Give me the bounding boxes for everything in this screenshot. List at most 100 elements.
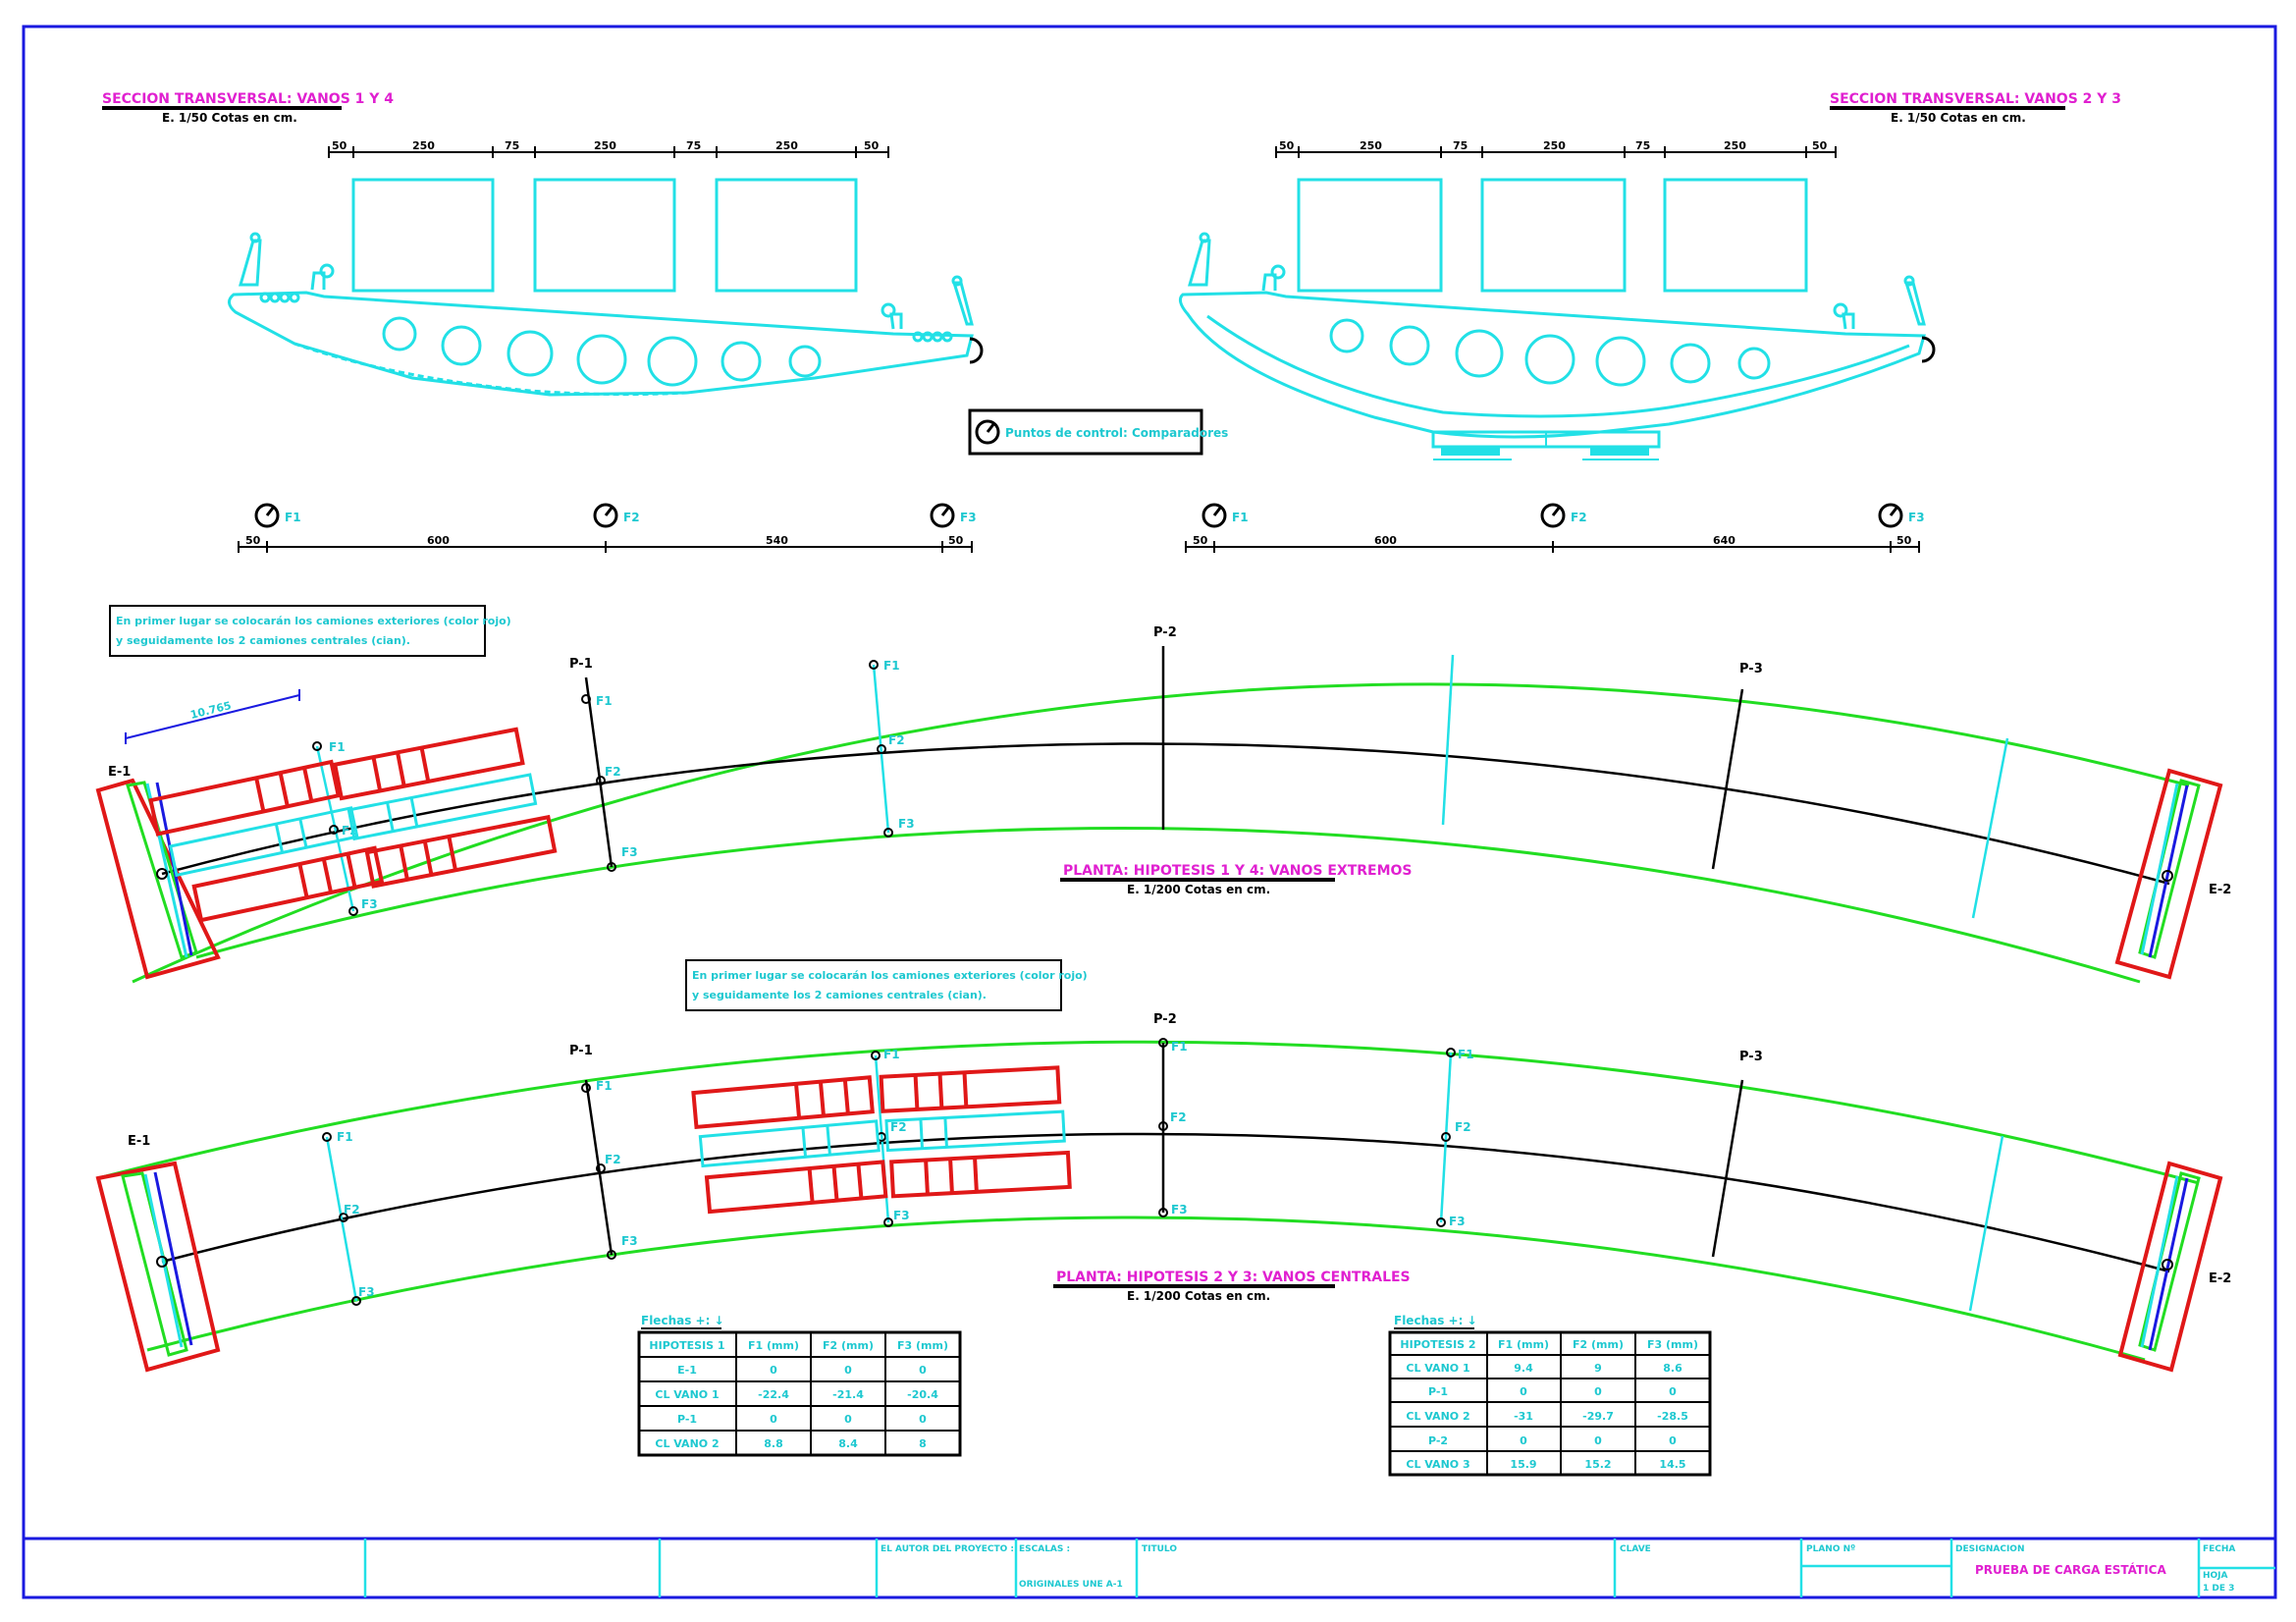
svg-text:0: 0 <box>919 1413 927 1426</box>
svg-text:-31: -31 <box>1514 1410 1533 1423</box>
svg-text:CL VANO 1: CL VANO 1 <box>655 1388 719 1401</box>
truck-section-1 <box>351 178 495 293</box>
dim-l-3: 250 <box>594 139 616 152</box>
dim-r-6: 50 <box>1812 139 1828 152</box>
dim-r-3: 250 <box>1543 139 1566 152</box>
truck-section-3 <box>715 178 858 293</box>
svg-text:F3: F3 <box>361 897 378 911</box>
svg-text:0: 0 <box>1594 1385 1602 1398</box>
svg-text:F2 (mm): F2 (mm) <box>1573 1338 1624 1351</box>
table-2: Flechas +: ↓ HIPOTESIS 2 F1 (mm) F2 (mm)… <box>1388 1314 1712 1477</box>
svg-text:F1: F1 <box>1171 1040 1188 1054</box>
svg-text:9: 9 <box>1594 1362 1602 1375</box>
svg-text:F3: F3 <box>1171 1203 1188 1216</box>
points-right: F1 F2 F3 50 600 640 50 <box>1185 503 1925 553</box>
plan1-title: PLANTA: HIPOTESIS 1 Y 4: VANOS EXTREMOS <box>1063 863 1413 879</box>
svg-text:F2: F2 <box>890 1120 907 1134</box>
svg-text:EL AUTOR DEL PROYECTO :: EL AUTOR DEL PROYECTO : <box>881 1544 1014 1554</box>
svg-text:HIPOTESIS 2: HIPOTESIS 2 <box>1400 1338 1475 1351</box>
svg-text:E. 1/200 Cotas en cm.: E. 1/200 Cotas en cm. <box>1127 883 1270 896</box>
section-left-scale: E. 1/50 Cotas en cm. <box>162 111 297 125</box>
svg-text:En primer lugar se colocarán l: En primer lugar se colocarán los camione… <box>692 969 1088 982</box>
svg-text:-28.5: -28.5 <box>1657 1410 1688 1423</box>
svg-text:F2: F2 <box>1571 511 1587 524</box>
svg-text:CL VANO 2: CL VANO 2 <box>1406 1410 1469 1423</box>
svg-text:-22.4: -22.4 <box>758 1388 789 1401</box>
deck-section-right <box>1178 291 1926 439</box>
legend-label: Puntos de control: Comparadores <box>1005 426 1228 440</box>
svg-text:0: 0 <box>844 1413 852 1426</box>
svg-text:F1: F1 <box>1458 1048 1474 1061</box>
svg-text:600: 600 <box>427 534 450 547</box>
svg-text:8: 8 <box>919 1437 927 1450</box>
svg-text:0: 0 <box>1594 1434 1602 1447</box>
svg-text:E. 1/200 Cotas en cm.: E. 1/200 Cotas en cm. <box>1127 1289 1270 1303</box>
plan-1: F1 F2 F3 F1 F2 F3 F1 F2 F3 E-1 P-1 P-2 P… <box>95 625 2231 984</box>
pl-f3: F3 <box>960 511 977 524</box>
dim-r-5: 250 <box>1724 139 1746 152</box>
svg-text:F2: F2 <box>1455 1120 1471 1134</box>
truck-section-r3 <box>1663 178 1808 293</box>
svg-text:-21.4: -21.4 <box>832 1388 864 1401</box>
section-right: SECCION TRANSVERSAL: VANOS 2 Y 3 E. 1/50… <box>1178 91 2121 460</box>
dim-r-1: 250 <box>1360 139 1382 152</box>
sheet-frame <box>22 25 2277 1599</box>
svg-text:F3: F3 <box>358 1285 375 1299</box>
svg-text:F3: F3 <box>898 817 915 831</box>
plan1-trucks <box>148 727 558 923</box>
svg-text:CL VANO 2: CL VANO 2 <box>655 1437 719 1450</box>
svg-text:14.5: 14.5 <box>1659 1458 1685 1471</box>
svg-text:F1: F1 <box>883 1048 900 1061</box>
section-left: SECCION TRANSVERSAL: VANOS 1 Y 4 E. 1/50… <box>102 91 984 397</box>
legend-box: Puntos de control: Comparadores <box>968 408 1228 456</box>
svg-text:y seguidamente los 2 camiones: y seguidamente los 2 camiones centrales … <box>116 634 410 647</box>
svg-text:PLANO Nº: PLANO Nº <box>1806 1544 1855 1554</box>
svg-text:CL VANO 3: CL VANO 3 <box>1406 1458 1469 1471</box>
svg-text:F1 (mm): F1 (mm) <box>1498 1338 1549 1351</box>
svg-text:-29.7: -29.7 <box>1582 1410 1614 1423</box>
svg-text:F3 (mm): F3 (mm) <box>897 1339 948 1352</box>
title-block: EL AUTOR DEL PROYECTO : ESCALAS : ORIGIN… <box>24 1537 2275 1597</box>
svg-text:En primer lugar se colocarán l: En primer lugar se colocarán los camione… <box>116 615 511 627</box>
section-left-title: SECCION TRANSVERSAL: VANOS 1 Y 4 <box>102 91 394 107</box>
plan2-axis <box>161 1132 2170 1273</box>
svg-text:F1: F1 <box>337 1130 353 1144</box>
svg-text:50: 50 <box>1193 534 1208 547</box>
svg-text:0: 0 <box>1669 1385 1677 1398</box>
svg-text:E-2: E-2 <box>2209 883 2231 897</box>
truck-section-r2 <box>1480 178 1627 293</box>
svg-text:50: 50 <box>948 534 964 547</box>
svg-text:Flechas +: ↓: Flechas +: ↓ <box>1394 1314 1477 1327</box>
plan2-edge-bottom <box>146 1216 2146 1362</box>
svg-text:F2: F2 <box>888 733 905 747</box>
dim-r-2: 75 <box>1453 139 1468 152</box>
plan1-pier-p3 <box>1711 688 1744 870</box>
svg-text:F2: F2 <box>344 1203 360 1216</box>
svg-text:P-3: P-3 <box>1739 1050 1763 1064</box>
pl-f2: F2 <box>623 511 640 524</box>
plan1-pier-p1 <box>584 676 614 868</box>
svg-text:CLAVE: CLAVE <box>1620 1544 1651 1554</box>
points-left: F1 F2 F3 50 600 540 50 <box>238 503 977 553</box>
svg-text:540: 540 <box>766 534 788 547</box>
deck-section-left <box>228 291 974 397</box>
dim-l-2: 75 <box>505 139 519 152</box>
dim-l-0: 50 <box>332 139 347 152</box>
svg-text:ORIGINALES UNE A-1: ORIGINALES UNE A-1 <box>1019 1580 1123 1590</box>
plan2-title: PLANTA: HIPOTESIS 2 Y 3: VANOS CENTRALES <box>1056 1270 1411 1285</box>
svg-text:9.4: 9.4 <box>1514 1362 1533 1375</box>
note-2: En primer lugar se colocarán los camione… <box>685 959 1088 1011</box>
plan1-edge-top <box>132 682 2190 984</box>
section-right-title: SECCION TRANSVERSAL: VANOS 2 Y 3 <box>1830 91 2121 107</box>
section-right-scale: E. 1/50 Cotas en cm. <box>1891 111 2026 125</box>
plan2-abutment-e2 <box>2117 1161 2223 1373</box>
svg-text:F1: F1 <box>1232 511 1249 524</box>
svg-text:F1: F1 <box>883 659 900 673</box>
svg-text:8.4: 8.4 <box>838 1437 858 1450</box>
plan-2: F1 F2 F3 F1 F2 F3 F1 F2 F3 F1 F2 F3 F1 F… <box>95 1012 2231 1373</box>
dim-r-4: 75 <box>1635 139 1650 152</box>
svg-text:8.6: 8.6 <box>1663 1362 1682 1375</box>
svg-text:F1 (mm): F1 (mm) <box>748 1339 799 1352</box>
svg-text:P-1: P-1 <box>1428 1385 1448 1398</box>
plan2-trucks <box>691 1065 1072 1215</box>
